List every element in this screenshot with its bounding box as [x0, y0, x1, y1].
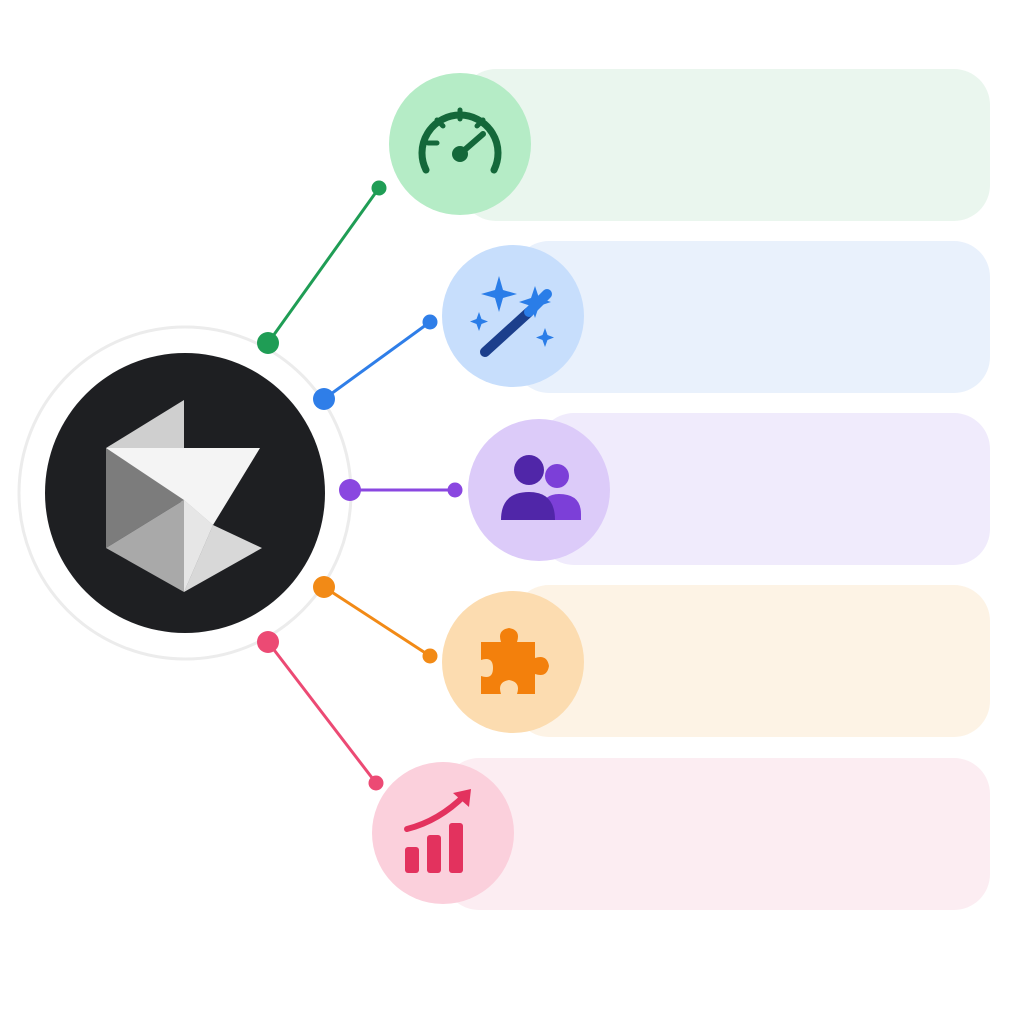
connector-dot-end-speed [371, 180, 387, 196]
badge-magic [442, 245, 584, 387]
badge-speed [389, 73, 531, 215]
branch-card-plugin [513, 585, 990, 737]
branch-card-magic [513, 241, 990, 393]
branch-card-speed [460, 69, 990, 221]
branch-card-team [538, 413, 990, 565]
connector-dot-end-team [447, 482, 463, 498]
prism-logo-icon [106, 400, 262, 592]
badge-growth [372, 762, 514, 904]
users-icon [501, 455, 581, 520]
connector-line-magic [323, 320, 431, 401]
connector-dot-hub-team [339, 479, 361, 501]
connector-dot-hub-growth [257, 631, 279, 653]
puzzle-piece-icon [481, 628, 549, 694]
magic-wand-icon [470, 276, 554, 357]
connector-dot-end-growth [368, 775, 384, 791]
connector-dot-hub-magic [313, 388, 335, 410]
growth-chart-icon [404, 789, 471, 873]
badge-team [468, 419, 610, 561]
connector-dot-hub-speed [257, 332, 279, 354]
branch-card-growth [443, 758, 990, 910]
speedometer-icon [418, 107, 502, 174]
connector-line-growth [266, 641, 378, 784]
badge-plugin [442, 591, 584, 733]
connector-dot-end-plugin [422, 648, 438, 664]
connector-dot-hub-plugin [313, 576, 335, 598]
connector-line-plugin [323, 585, 431, 658]
connector-line-speed [266, 187, 381, 344]
connector-dot-end-magic [422, 314, 438, 330]
